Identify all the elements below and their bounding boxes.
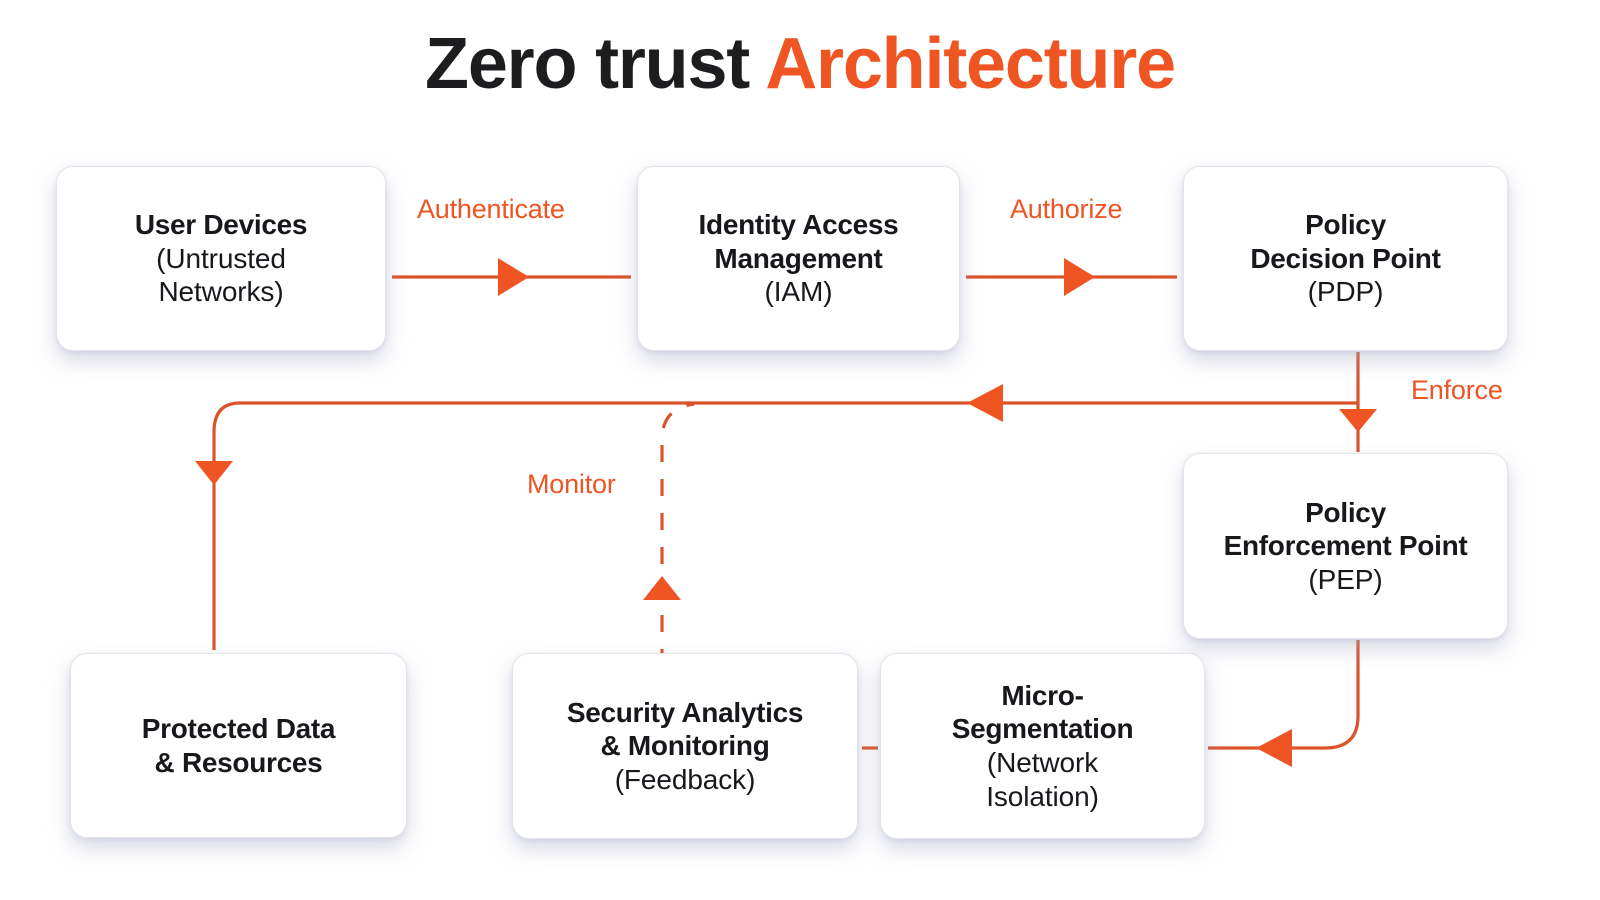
- node-line: Identity Access: [698, 209, 899, 241]
- arrowhead-authenticate: [498, 258, 529, 296]
- node-line: Enforcement Point: [1223, 530, 1468, 562]
- node-line: (IAM): [764, 276, 833, 308]
- page-title: Zero trust Architecture: [0, 28, 1600, 100]
- node-line: Management: [714, 242, 883, 274]
- node-line: (PDP): [1307, 276, 1384, 308]
- node-policy-decision-point[interactable]: Policy Decision Point (PDP): [1183, 166, 1508, 351]
- arrowhead-authorize: [1064, 258, 1095, 296]
- edge-label-authorize: Authorize: [1010, 194, 1123, 224]
- node-protected-data-resources[interactable]: Protected Data & Resources: [70, 653, 407, 838]
- node-micro-segmentation[interactable]: Micro- Segmentation (Network Isolation): [880, 653, 1205, 839]
- node-line: Micro-: [1001, 679, 1084, 711]
- node-line: Networks): [158, 276, 284, 308]
- arrowhead-enforce: [1339, 409, 1377, 432]
- title-accent: Architecture: [765, 24, 1176, 104]
- node-user-devices[interactable]: User Devices (Untrusted Networks): [56, 166, 386, 351]
- node-security-analytics-monitoring[interactable]: Security Analytics & Monitoring (Feedbac…: [512, 653, 858, 839]
- node-line: & Resources: [154, 746, 323, 778]
- node-line: Policy: [1305, 496, 1386, 528]
- node-policy-enforcement-point[interactable]: Policy Enforcement Point (PEP): [1183, 453, 1508, 639]
- node-line: Isolation): [986, 780, 1099, 812]
- node-line: Protected Data: [141, 712, 336, 744]
- arrowhead-feedback-bus: [967, 384, 1003, 422]
- node-identity-access-management[interactable]: Identity Access Management (IAM): [637, 166, 960, 351]
- node-line: (Network: [986, 747, 1099, 778]
- node-line: Policy: [1305, 209, 1386, 241]
- edge-label-authenticate: Authenticate: [417, 194, 565, 224]
- node-line: (Feedback): [614, 763, 756, 795]
- node-line: Decision Point: [1250, 242, 1441, 274]
- arrowhead-monitor: [643, 576, 681, 600]
- node-line: Security Analytics: [566, 696, 804, 728]
- title-primary: Zero trust: [425, 24, 766, 104]
- arrowhead-micro-seg: [1256, 729, 1292, 767]
- edge-pep-to-micro-line: [1208, 640, 1360, 750]
- edge-label-enforce: Enforce: [1411, 375, 1503, 405]
- node-line: (PEP): [1308, 563, 1383, 595]
- arrowhead-protected-data: [195, 461, 233, 485]
- node-line: User Devices: [134, 209, 308, 241]
- node-line: (Untrusted: [156, 242, 286, 274]
- edge-label-monitor: Monitor: [527, 469, 616, 499]
- node-line: & Monitoring: [600, 730, 770, 762]
- node-line: Segmentation: [951, 713, 1134, 745]
